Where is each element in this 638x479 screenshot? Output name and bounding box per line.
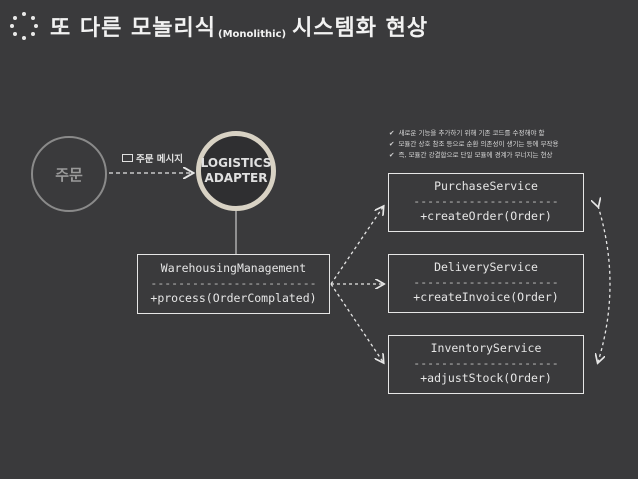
adapter-label-2: ADAPTER [204, 171, 268, 185]
to-inventory-arrow [330, 283, 383, 362]
class-name: WarehousingManagement [160, 261, 307, 275]
title-main: 또 다른 모놀리식 [50, 16, 216, 41]
envelope-icon [122, 154, 133, 162]
note-item: ✔즉, 모듈간 강결합으로 단일 모듈에 경계가 무너지는 현상 [389, 151, 553, 159]
class-method: +createOrder(Order) [420, 209, 552, 223]
order-node: 주문 [31, 136, 107, 212]
order-message-text: 주문 메시지 [136, 154, 184, 165]
logistics-adapter-node: LOGISTICS ADAPTER [196, 131, 276, 211]
notes-list: ✔새로운 기능을 추가하기 위해 기존 코드를 수정해야 함 ✔모듈간 상호 참… [389, 128, 559, 161]
class-separator: --------------------- [413, 275, 559, 289]
loading-dots-icon [8, 10, 40, 42]
warehousing-management-class: WarehousingManagement ------------------… [137, 254, 330, 314]
to-purchase-arrow [330, 207, 383, 285]
title-tail: 시스템화 현상 [292, 16, 429, 41]
class-name: DeliveryService [434, 260, 538, 274]
class-separator: --------------------- [413, 356, 559, 370]
check-icon: ✔ [389, 151, 395, 159]
class-method: +adjustStock(Order) [420, 371, 552, 385]
purchase-service-class: PurchaseService --------------------- +c… [388, 173, 584, 232]
class-name: InventoryService [430, 341, 542, 355]
class-method: +process(OrderComplated) [150, 291, 317, 305]
check-icon: ✔ [389, 129, 395, 137]
note-item: ✔모듈간 상호 참조 등으로 순환 의존성이 생기는 등에 부작용 [389, 140, 559, 148]
class-separator: ------------------------ [150, 276, 317, 290]
cyclic-dependency-arrow [598, 206, 611, 362]
class-name: PurchaseService [434, 179, 538, 193]
check-icon: ✔ [389, 140, 395, 148]
title-sub: (Monolithic) [218, 29, 287, 40]
inventory-service-class: InventoryService --------------------- +… [388, 335, 584, 394]
order-message-label: 주문 메시지 [122, 151, 183, 165]
slide-title: 또 다른 모놀리식 (Monolithic) 시스템화 현상 [8, 6, 428, 46]
class-method: +createInvoice(Order) [413, 290, 559, 304]
adapter-label-1: LOGISTICS [200, 156, 272, 170]
class-separator: --------------------- [413, 194, 559, 208]
delivery-service-class: DeliveryService --------------------- +c… [388, 254, 584, 313]
note-item: ✔새로운 기능을 추가하기 위해 기존 코드를 수정해야 함 [389, 129, 545, 137]
